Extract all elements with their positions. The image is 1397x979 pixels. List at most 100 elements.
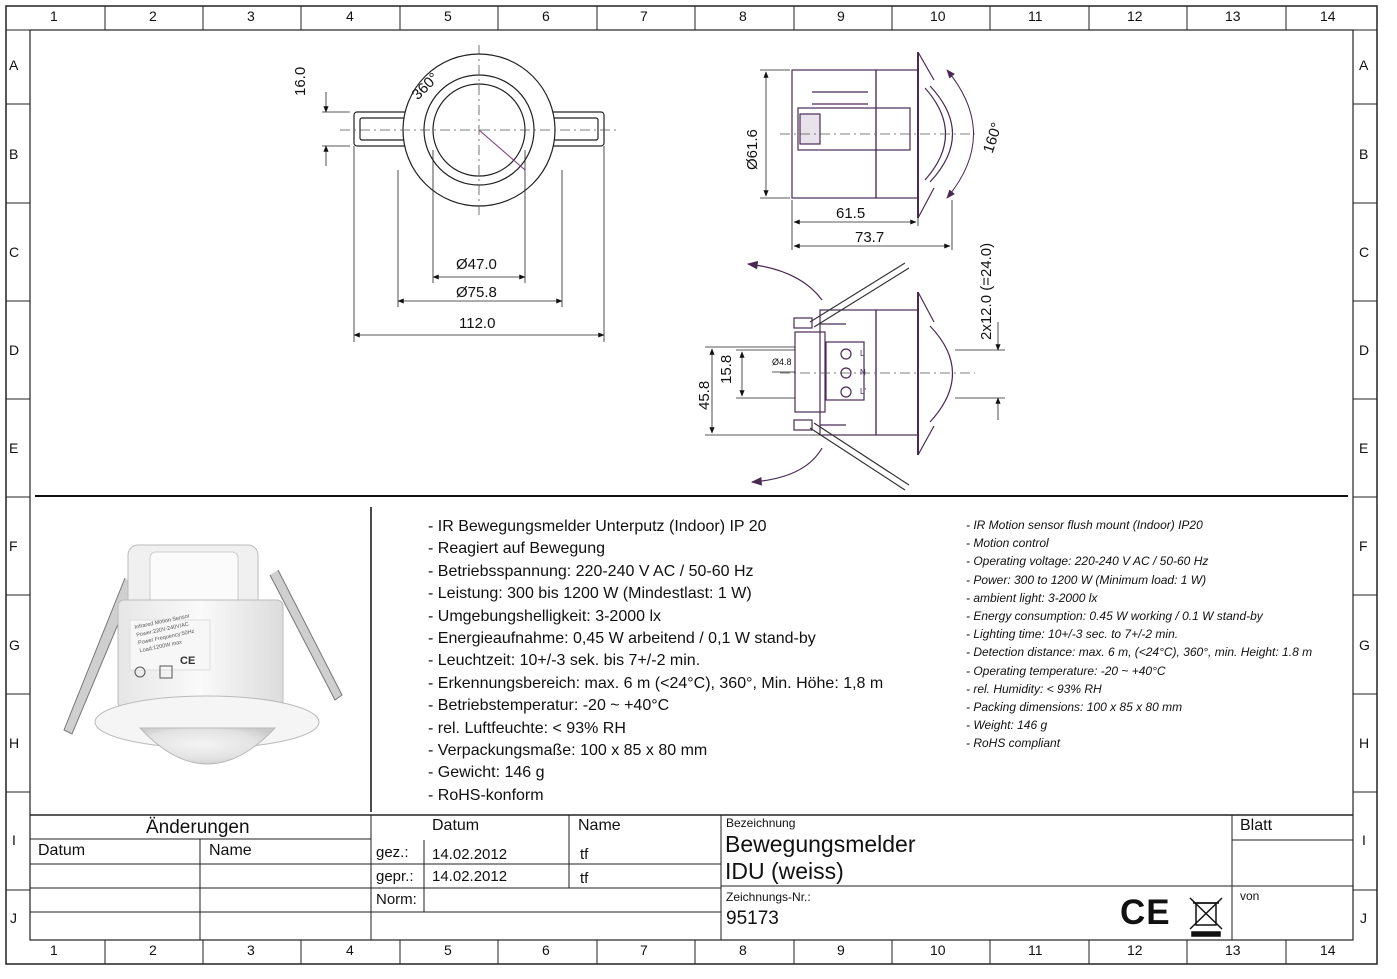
- col-label: 1: [50, 8, 58, 24]
- col-label: 2: [149, 942, 157, 958]
- col-label: 10: [930, 8, 946, 24]
- checked-date: 14.02.2012: [432, 868, 508, 885]
- product-photo: [63, 544, 343, 765]
- dim-height: 16.0: [292, 66, 309, 96]
- spec-en-line: - Energy consumption: 0.45 W working / 0…: [966, 609, 1263, 624]
- col-label: 8: [739, 942, 747, 958]
- col-label: 14: [1320, 942, 1336, 958]
- spec-de-line: - Leistung: 300 bis 1200 W (Mindestlast:…: [428, 585, 752, 603]
- col-label: 3: [247, 8, 255, 24]
- col-label: 6: [542, 8, 550, 24]
- spec-de-line: - Verpackungsmaße: 100 x 85 x 80 mm: [428, 742, 708, 760]
- col-label: 2: [149, 8, 157, 24]
- spec-en-line: - Weight: 146 g: [966, 718, 1048, 733]
- row-label: I: [1362, 832, 1366, 848]
- spec-en-line: - ambient light: 3-2000 lx: [966, 590, 1098, 605]
- designation-label: Bezeichnung: [726, 816, 796, 830]
- terminal-view: [746, 260, 975, 491]
- row-label: F: [9, 538, 18, 554]
- spec-en-line: - RoHS compliant: [966, 736, 1061, 751]
- changes-date-label: Datum: [38, 842, 86, 859]
- spec-en-line: - Operating voltage: 220-240 V AC / 50-6…: [966, 554, 1209, 569]
- spec-de-line: - rel. Luftfeuchte: < 93% RH: [428, 719, 626, 737]
- col-label: 9: [837, 942, 845, 958]
- col-label: 6: [542, 942, 550, 958]
- checked-label: gepr.:: [376, 868, 414, 885]
- col-label: 12: [1127, 942, 1143, 958]
- spec-de-line: - Betriebstemperatur: -20 ~ +40°C: [428, 697, 670, 715]
- dim-outer-diameter: Ø75.8: [456, 284, 497, 301]
- row-label: E: [1359, 440, 1369, 456]
- row-label: A: [9, 57, 19, 73]
- spec-en-line: - Power: 300 to 1200 W (Minimum load: 1 …: [966, 572, 1207, 587]
- spec-en-line: - rel. Humidity: < 93% RH: [966, 681, 1102, 696]
- row-label: G: [1359, 637, 1370, 653]
- row-label: D: [9, 342, 20, 358]
- drawing-no: 95173: [726, 908, 779, 929]
- ce-mark: CE: [1120, 893, 1171, 932]
- dim-width: 112.0: [459, 315, 496, 332]
- col-label: 3: [247, 942, 255, 958]
- row-label: C: [1359, 244, 1370, 260]
- col-label: 10: [930, 942, 946, 958]
- dim-hole: Ø4.8: [772, 357, 792, 367]
- col-label: 9: [837, 8, 845, 24]
- row-label: E: [9, 440, 19, 456]
- spec-en-line: - Motion control: [966, 536, 1049, 551]
- date-header: Datum: [432, 817, 480, 834]
- changes-title: Änderungen: [146, 817, 250, 838]
- sheet-label: Blatt: [1240, 817, 1273, 834]
- photo-ce-mark: CE: [180, 655, 196, 667]
- col-label: 7: [640, 8, 648, 24]
- row-label: A: [1359, 57, 1369, 73]
- col-label: 5: [444, 8, 452, 24]
- row-label: J: [1360, 910, 1367, 926]
- row-label: G: [9, 637, 20, 653]
- specs-en: - IR Motion sensor flush mount (Indoor) …: [966, 516, 1312, 753]
- dim-depth: 61.5: [836, 205, 866, 222]
- specs-de: - IR Bewegungsmelder Unterputz (Indoor) …: [428, 516, 883, 807]
- top-view: [322, 45, 620, 342]
- spec-de-line: - RoHS-konform: [428, 786, 544, 804]
- col-label: 4: [346, 8, 354, 24]
- terminal-label: N: [860, 368, 866, 377]
- row-label: B: [9, 146, 19, 162]
- spec-de-line: - Energieaufnahme: 0,45 W arbeitend / 0,…: [428, 630, 816, 648]
- side-view: [780, 51, 975, 219]
- title-block-lines: [30, 814, 1353, 940]
- spec-en-line: - Detection distance: max. 6 m, (<24°C),…: [966, 645, 1313, 660]
- dim-inner: 15.8: [718, 354, 735, 384]
- row-label: C: [9, 244, 20, 260]
- spec-en-line: - IR Motion sensor flush mount (Indoor) …: [966, 518, 1203, 532]
- changes-name-label: Name: [209, 842, 252, 859]
- designation-line1: Bewegungsmelder: [725, 831, 916, 857]
- row-label: I: [12, 832, 16, 848]
- terminal-label: L': [860, 387, 866, 396]
- drawing-no-label: Zeichnungs-Nr.:: [726, 890, 811, 904]
- checked-name: tf: [580, 870, 589, 887]
- spec-de-line: - Betriebsspannung: 220-240 V AC / 50-60…: [428, 562, 754, 580]
- dim-diameter: Ø61.6: [744, 129, 761, 170]
- col-label: 12: [1127, 8, 1143, 24]
- dim-total: 73.7: [855, 229, 885, 246]
- col-label: 14: [1320, 8, 1336, 24]
- side-view-dimensions: [760, 69, 953, 250]
- row-label: F: [1359, 538, 1368, 554]
- dim-inner-diameter: Ø47.0: [456, 256, 497, 273]
- spec-de-line: - Gewicht: 146 g: [428, 764, 545, 782]
- row-label: J: [10, 910, 17, 926]
- row-label: B: [1359, 146, 1369, 162]
- spec-de-line: - Erkennungsbereich: max. 6 m (<24°C), 3…: [428, 674, 884, 692]
- col-label: 8: [739, 8, 747, 24]
- terminal-view-dimensions: [705, 322, 1005, 436]
- spec-de-line: - IR Bewegungsmelder Unterputz (Indoor) …: [428, 518, 767, 535]
- drawing-frame: [5, 5, 1378, 965]
- col-label: 11: [1028, 8, 1043, 24]
- spec-en-line: - Operating temperature: -20 ~ +40°C: [966, 663, 1166, 678]
- col-label: 11: [1028, 942, 1043, 958]
- name-header: Name: [578, 817, 621, 834]
- spec-de-line: - Leuchtzeit: 10+/-3 sek. bis 7+/-2 min.: [428, 652, 701, 670]
- designation-line2: IDU (weiss): [725, 858, 844, 884]
- norm-label: Norm:: [376, 891, 417, 908]
- dim-outer: 45.8: [696, 380, 713, 410]
